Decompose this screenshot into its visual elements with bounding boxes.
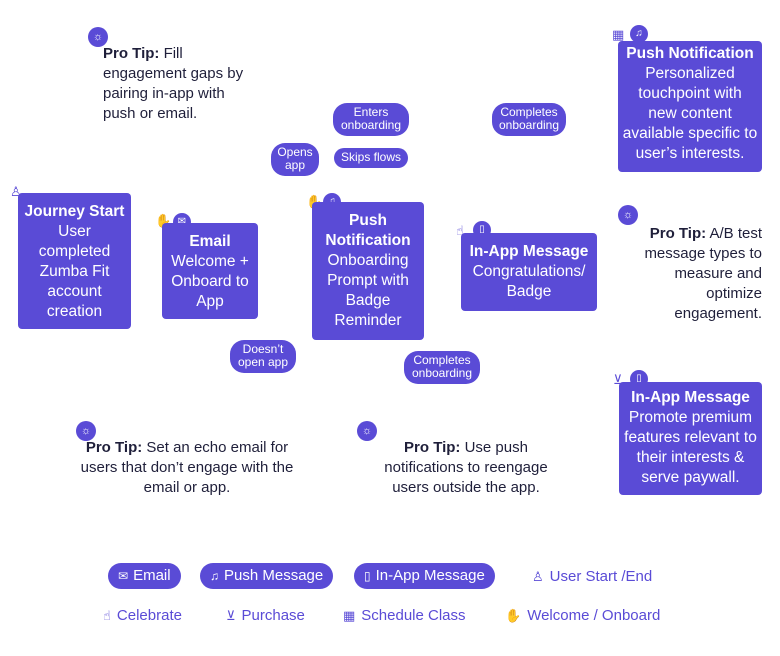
pill-completes-onboarding-bottom: Completes onboarding xyxy=(404,351,480,384)
legend-email: ✉Email xyxy=(108,563,181,589)
lightbulb-icon: ☼ xyxy=(618,205,638,225)
pill-opens-app: Opens app xyxy=(271,143,319,176)
legend-in-app-message: ▯In-App Message xyxy=(354,563,495,589)
legend-welcome-onboard: ✋Welcome / Onboard xyxy=(505,607,661,624)
lightbulb-icon: ☼ xyxy=(76,421,96,441)
cart-icon: ⊻ xyxy=(226,608,236,623)
pro-tip-echo-email: Pro Tip: Set an echo email for users tha… xyxy=(80,439,294,496)
lightbulb-icon: ☼ xyxy=(357,421,377,441)
legend-celebrate: ☝Celebrate xyxy=(103,607,182,624)
pro-tip-push-reengage: Pro Tip: Use push notifications to reeng… xyxy=(384,439,548,496)
pill-skips-flows: Skips flows xyxy=(334,148,408,168)
phone-icon: ▯ xyxy=(364,569,371,583)
pro-tip-fill-gaps: Pro Tip: Fill engagement gaps by pairing… xyxy=(103,45,244,122)
journey-start-box: Journey Start User completed Zumba Fit a… xyxy=(18,193,131,329)
legend-schedule-class: ▦Schedule Class xyxy=(343,607,466,624)
pill-enters-onboarding: Enters onboarding xyxy=(333,103,409,136)
mail-icon: ✉ xyxy=(118,569,129,583)
user-icon: ♙ xyxy=(532,569,544,584)
wave-hand-icon: ✋ xyxy=(505,608,522,623)
legend-user-start-end: ♙User Start /End xyxy=(532,568,653,585)
lightbulb-icon: ☼ xyxy=(88,27,108,47)
email-box: Email Welcome + Onboard to App xyxy=(162,223,258,319)
celebrate-tap-icon: ☝ xyxy=(103,608,111,623)
push-notification-personalized-box: Push Notification Personalized touchpoin… xyxy=(618,41,762,172)
cart-icon: ⊻ xyxy=(613,372,623,387)
bell-icon: ♫ xyxy=(210,569,219,583)
calendar-icon: ▦ xyxy=(612,27,625,42)
pill-completes-onboarding-top: Completes onboarding xyxy=(492,103,566,136)
calendar-icon: ▦ xyxy=(343,608,356,623)
pill-doesnt-open-app: Doesn’t open app xyxy=(230,340,296,373)
legend-purchase: ⊻Purchase xyxy=(226,607,305,624)
bell-icon: ♫ xyxy=(630,25,648,43)
in-app-message-premium-box: In-App Message Promote premium features … xyxy=(619,382,762,495)
push-notification-onboarding-box: Push Notification Onboarding Prompt with… xyxy=(312,202,424,340)
celebrate-tap-icon: ☝ xyxy=(456,223,464,238)
pro-tip-ab-test: Pro Tip: A/B test message types to measu… xyxy=(644,225,762,322)
user-icon: ♙ xyxy=(10,184,22,199)
legend-push-message: ♫Push Message xyxy=(200,563,334,589)
in-app-message-congratulations-box: In-App Message Congratulations/ Badge xyxy=(461,233,597,311)
